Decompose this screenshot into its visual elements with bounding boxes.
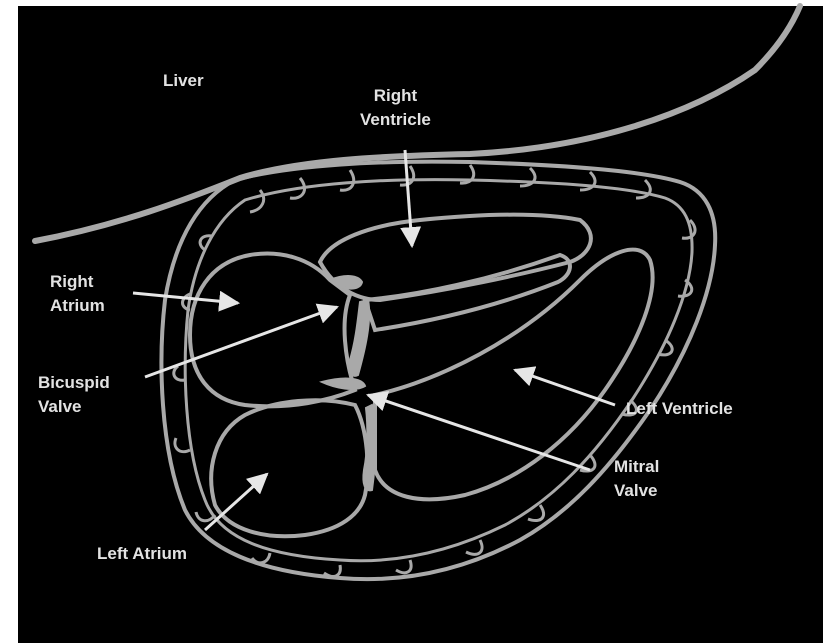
bicuspid-valve-leaflet-lower xyxy=(349,300,369,376)
label-left-atrium: Left Atrium xyxy=(97,542,187,566)
arrow-right-atrium xyxy=(133,293,238,303)
label-right-ventricle-line1: Right xyxy=(360,84,431,108)
label-left-atrium-text: Left Atrium xyxy=(97,542,187,566)
label-liver: Liver xyxy=(163,69,204,93)
label-mitral-valve-line1: Mitral xyxy=(614,455,659,479)
label-liver-text: Liver xyxy=(163,69,204,93)
mitral-valve-leaflet xyxy=(322,379,365,389)
label-right-ventricle-line2: Ventricle xyxy=(360,108,431,132)
label-right-ventricle: Right Ventricle xyxy=(360,84,431,132)
arrow-bicuspid-valve xyxy=(145,307,337,377)
arrow-left-ventricle xyxy=(515,370,615,405)
arrow-right-ventricle xyxy=(405,150,412,246)
label-bicuspid-valve: Bicuspid Valve xyxy=(38,371,110,419)
label-mitral-valve: Mitral Valve xyxy=(614,455,659,503)
label-right-atrium: Right Atrium xyxy=(50,270,105,318)
label-mitral-valve-line2: Valve xyxy=(614,479,659,503)
label-left-ventricle-text: Left Ventricle xyxy=(626,397,733,421)
bicuspid-valve-leaflet xyxy=(330,276,362,289)
arrow-mitral-valve xyxy=(368,395,590,470)
label-right-atrium-line1: Right xyxy=(50,270,105,294)
left-atrium-chamber xyxy=(211,400,367,536)
septum xyxy=(365,255,570,330)
label-bicuspid-valve-line1: Bicuspid xyxy=(38,371,110,395)
heart-outer-wall xyxy=(162,162,716,580)
label-left-ventricle: Left Ventricle xyxy=(626,397,733,421)
label-bicuspid-valve-line2: Valve xyxy=(38,395,110,419)
label-right-atrium-line2: Atrium xyxy=(50,294,105,318)
